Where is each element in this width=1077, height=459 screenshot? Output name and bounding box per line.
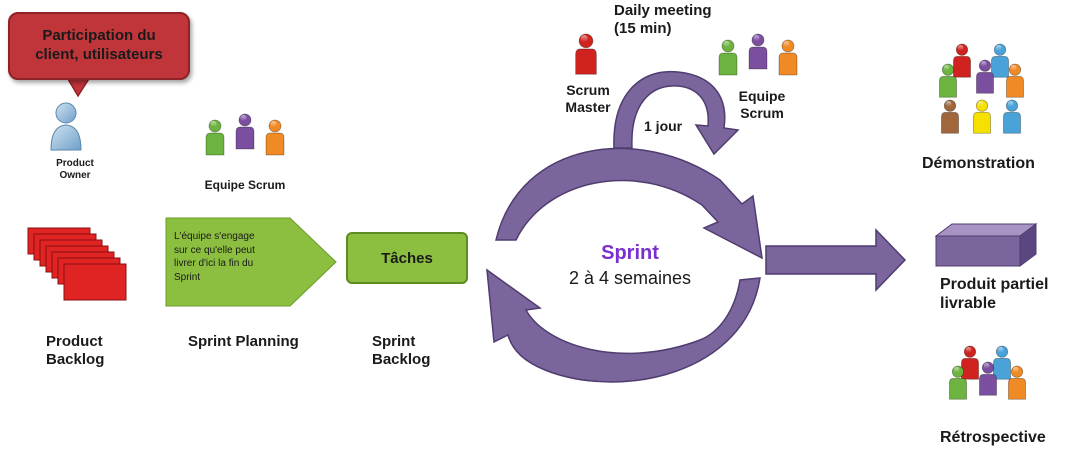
daily-meeting-line-2: (15 min)	[614, 20, 672, 37]
equipe-scrum-right-icon	[718, 33, 798, 76]
demo-person-3	[939, 63, 957, 98]
callout-line-2: client, utilisateurs	[35, 46, 163, 63]
retro-person-3	[949, 365, 967, 400]
sprint-title: Sprint	[601, 242, 659, 264]
scrum-master-person	[575, 33, 597, 75]
product-owner-line-1: Product	[56, 158, 94, 169]
produit-partiel-label: Produit partiel livrable	[940, 275, 1048, 313]
produit-line-2: livrable	[940, 295, 997, 313]
team-left-person-1	[205, 119, 225, 156]
product-backlog-icon	[27, 227, 127, 301]
demo-person-6	[941, 99, 959, 134]
daily-loop-arrow	[613, 70, 740, 156]
produit-partiel-icon	[934, 223, 1038, 267]
product-backlog-line-2: Backlog	[46, 351, 105, 368]
team-right-person-2	[748, 33, 768, 70]
demo-person-2	[991, 43, 1009, 78]
sprint-duration: 2 à 4 semaines	[568, 268, 692, 288]
demo-person-7	[973, 99, 991, 134]
scrum-master-label: Scrum Master	[550, 82, 626, 116]
produit-line-1: Produit partiel	[940, 276, 1049, 293]
equipe-scrum-right-line-1: Equipe	[738, 88, 786, 104]
product-owner-label: Product Owner	[40, 158, 110, 182]
retrospective-crowd-icon	[949, 345, 1026, 400]
demo-person-5	[1006, 63, 1024, 98]
retro-person-5	[1008, 365, 1026, 400]
daily-meeting-line-1: Daily meeting	[614, 2, 712, 19]
retro-person-4	[979, 361, 997, 396]
demo-person-4	[976, 59, 994, 94]
product-owner-icon	[50, 102, 82, 151]
sprint-cycle-lower-arrow	[486, 268, 761, 383]
team-left-person-3	[265, 119, 285, 156]
retro-person-1	[961, 345, 979, 380]
taches-box: Tâches	[346, 232, 468, 284]
demonstration-label: Démonstration	[922, 155, 1035, 172]
delivery-arrow	[765, 228, 907, 292]
engagement-line-1: L'équipe s'engage	[174, 231, 255, 242]
scrum-master-icon	[575, 33, 597, 75]
sprint-backlog-label: Sprint Backlog	[372, 333, 430, 369]
product-backlog-line-1: Product	[46, 333, 103, 350]
equipe-scrum-left-label: Equipe Scrum	[204, 178, 286, 192]
participation-callout: Participation du client, utilisateurs	[8, 12, 190, 80]
team-right-person-1	[718, 39, 738, 76]
sprint-cycle-upper-arrow	[495, 147, 763, 260]
demonstration-crowd-icon	[939, 43, 1024, 134]
sprint-planning-arrow	[165, 217, 337, 307]
retrospective-label: Rétrospective	[940, 429, 1046, 446]
sprint-planning-engagement-text: L'équipe s'engage sur ce qu'elle peut li…	[174, 230, 294, 284]
equipe-scrum-right-line-2: Scrum	[740, 104, 784, 121]
callout-line-1: Participation du	[42, 27, 156, 45]
scrum-master-line-2: Master	[565, 98, 611, 115]
team-right-person-3	[778, 39, 798, 76]
daily-meeting-label: Daily meeting (15 min)	[614, 2, 712, 38]
engagement-line-4: Sprint	[174, 271, 201, 283]
engagement-line-3: livrer d'ici la fin du	[174, 258, 254, 269]
sprint-backlog-line-2: Backlog	[372, 351, 431, 368]
scrum-master-line-1: Scrum	[566, 82, 610, 98]
product-owner-line-2: Owner	[59, 170, 91, 181]
team-left-person-2	[235, 113, 255, 150]
demo-person-8	[1003, 99, 1021, 134]
sprint-planning-label: Sprint Planning	[188, 333, 299, 350]
equipe-scrum-left-icon	[205, 113, 285, 156]
engagement-line-2: sur ce qu'elle peut	[174, 244, 255, 256]
demo-person-1	[953, 43, 971, 78]
equipe-scrum-right-label: Equipe Scrum	[722, 88, 802, 122]
retro-person-2	[993, 345, 1011, 380]
product-backlog-label: Product Backlog	[46, 333, 104, 369]
sprint-backlog-line-1: Sprint	[372, 333, 416, 350]
daily-cycle-label: 1 jour	[644, 118, 683, 134]
